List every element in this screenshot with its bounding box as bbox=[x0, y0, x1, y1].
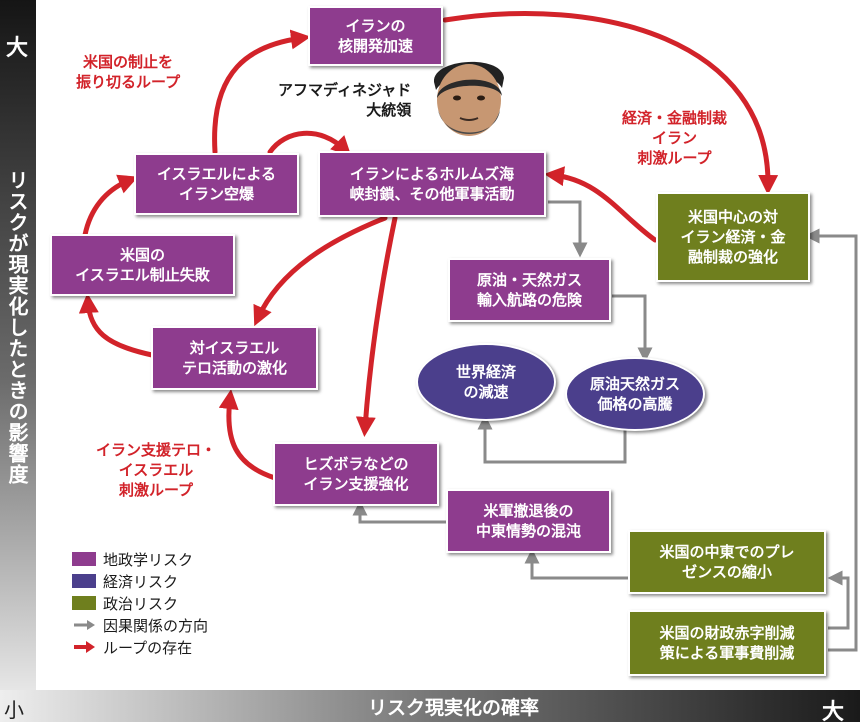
legend-arrow-causal bbox=[74, 620, 95, 630]
node-sanctions-strengthening: 米国中心の対 イラン経済・金 融制裁の強化 bbox=[656, 192, 810, 282]
x-axis-min-label: 小 bbox=[4, 698, 24, 722]
loop-arrow-sanctions-to-hormuz bbox=[544, 166, 658, 243]
node-label: 米軍撤退後の bbox=[483, 502, 574, 520]
node-label: イラン空爆 bbox=[178, 185, 254, 203]
legend-label: ループの存在 bbox=[103, 638, 193, 657]
node-hezbollah-support: ヒズボラなどの イラン支援強化 bbox=[273, 442, 439, 506]
legend-swatch-economic bbox=[72, 574, 96, 588]
node-label: イランの bbox=[345, 17, 406, 35]
node-label: 米国の財政赤字削減 bbox=[659, 624, 795, 642]
node-label: ヒズボラなどの bbox=[303, 455, 409, 473]
loop-label-line: イスラエル bbox=[118, 461, 194, 479]
node-oil-price-surge: 原油天然ガス 価格の高騰 bbox=[565, 357, 705, 431]
loop-label-line: イラン支援テロ・ bbox=[96, 441, 217, 459]
y-axis-max-label: 大 bbox=[6, 36, 29, 61]
legend-swatch-political bbox=[72, 596, 96, 610]
portrait-caption: アフマディネジャド 大統領 bbox=[278, 80, 411, 120]
legend-item: 地政学リスク bbox=[72, 548, 208, 570]
legend-item: 政治リスク bbox=[72, 592, 208, 614]
causal-arrow-withdrawal-to-hezbollah bbox=[352, 500, 448, 524]
legend-item: 因果関係の方向 bbox=[72, 614, 208, 636]
y-axis-bar bbox=[0, 0, 36, 690]
node-us-presence-reduction: 米国の中東でのプレ ゼンスの縮小 bbox=[628, 530, 826, 594]
node-post-withdrawal-chaos: 米軍撤退後の 中東情勢の混沌 bbox=[446, 489, 611, 553]
node-label: 核開発加速 bbox=[337, 37, 413, 55]
causal-arrow-deficit-to-presence bbox=[827, 570, 850, 630]
node-us-restraint-failure: 米国の イスラエル制止失敗 bbox=[50, 234, 235, 296]
causal-arrow-presence-to-withdrawal bbox=[524, 548, 628, 580]
legend-label: 因果関係の方向 bbox=[103, 616, 209, 635]
caption-line: アフマディネジャド bbox=[278, 81, 412, 99]
legend-arrow-loop bbox=[74, 641, 95, 653]
node-label: 世界経済 bbox=[455, 363, 516, 381]
legend-item: 経済リスク bbox=[72, 570, 208, 592]
loop-arrow-hormuz-to-anti-israel bbox=[253, 215, 388, 327]
node-label: 価格の高騰 bbox=[597, 395, 673, 413]
loop-label-line: イラン bbox=[652, 129, 698, 147]
causal-arrow-oil-price-to-world-econ bbox=[477, 414, 627, 464]
loop-label-line: 刺激ループ bbox=[637, 149, 712, 167]
loop-label-terror: イラン支援テロ・ イスラエル 刺激ループ bbox=[96, 440, 216, 500]
node-label: 輸入航路の危険 bbox=[476, 291, 582, 309]
node-label: 米国の bbox=[119, 246, 165, 264]
node-label: 峡封鎖、その他軍事活動 bbox=[349, 185, 515, 203]
x-axis-title: リスク現実化の確率 bbox=[368, 697, 540, 719]
node-label: 米国中心の対 bbox=[687, 208, 778, 226]
legend-swatch-geopolitical bbox=[72, 552, 96, 566]
loop-arrow-airstrike-to-hormuz bbox=[267, 130, 352, 157]
legend-label: 地政学リスク bbox=[103, 550, 194, 569]
node-oil-route-danger: 原油・天然ガス 輸入航路の危険 bbox=[448, 258, 611, 322]
node-label: イラン支援強化 bbox=[303, 475, 409, 493]
node-label: 原油・天然ガス bbox=[476, 271, 582, 289]
node-anti-israel-terror: 対イスラエル テロ活動の激化 bbox=[151, 326, 318, 390]
loop-label-line: 刺激ループ bbox=[118, 481, 194, 499]
node-label: 融制裁の強化 bbox=[687, 248, 778, 266]
loop-label-line: 米国の制止を bbox=[83, 53, 174, 71]
node-label: 中東情勢の混沌 bbox=[475, 522, 581, 540]
node-world-econ-slowdown: 世界経済 の減速 bbox=[416, 343, 556, 421]
node-label: 対イスラエル bbox=[189, 339, 280, 357]
loop-label-line: 経済・金融制裁 bbox=[622, 109, 728, 127]
loop-label-sanction: 経済・金融制裁 イラン 刺激ループ bbox=[622, 108, 727, 168]
causal-arrow-oil-route-to-oil-price bbox=[612, 294, 653, 363]
node-label: 原油天然ガス bbox=[589, 375, 680, 393]
node-label: イラン経済・金 bbox=[680, 228, 786, 246]
node-israel-airstrike: イスラエルによる イラン空爆 bbox=[134, 153, 299, 215]
node-label: イスラエルによる bbox=[156, 165, 277, 183]
node-military-budget-cut: 米国の財政赤字削減 策による軍事費削減 bbox=[628, 610, 826, 676]
president-portrait bbox=[433, 61, 504, 136]
loop-arrow-hormuz-to-hezbollah bbox=[355, 215, 398, 437]
node-label: の減速 bbox=[463, 383, 509, 401]
node-label: ゼンスの縮小 bbox=[682, 563, 772, 581]
legend: 地政学リスク 経済リスク 政治リスク 因果関係の方向 ループの存在 bbox=[72, 548, 208, 658]
loop-arrow-anti-israel-to-restraint bbox=[78, 293, 155, 358]
x-axis-max-label: 大 bbox=[822, 700, 845, 725]
node-label: 策による軍事費削減 bbox=[659, 644, 795, 662]
loop-arrow-restraint-to-airstrike bbox=[82, 174, 139, 238]
node-label: 米国の中東でのプレ bbox=[659, 543, 795, 561]
node-label: イスラエル制止失敗 bbox=[75, 266, 210, 284]
loop-label-line: 振り切るループ bbox=[76, 73, 181, 91]
loop-label-restraint: 米国の制止を 振り切るループ bbox=[76, 52, 180, 92]
caption-line: 大統領 bbox=[366, 101, 412, 119]
y-axis-title: リスクが現実化したときの影響度 bbox=[5, 170, 29, 485]
causal-arrow-deficit-to-sanctions bbox=[804, 228, 858, 652]
node-label: テロ活動の激化 bbox=[181, 359, 287, 377]
legend-item: ループの存在 bbox=[72, 636, 208, 658]
node-label: イランによるホルムズ海 bbox=[349, 165, 515, 183]
node-iran-nuclear: イランの 核開発加速 bbox=[308, 6, 443, 66]
loop-arrow-nuclear-to-sanctions bbox=[442, 10, 779, 195]
legend-label: 政治リスク bbox=[103, 594, 179, 613]
loop-arrow-hezbollah-to-anti-israel bbox=[218, 389, 278, 481]
node-hormuz-blockade: イランによるホルムズ海 峡封鎖、その他軍事活動 bbox=[318, 151, 546, 217]
loop-arrow-airstrike-to-nuclear bbox=[212, 29, 311, 155]
legend-label: 経済リスク bbox=[103, 572, 179, 591]
causal-arrow-hormuz-to-oil-route bbox=[548, 200, 588, 258]
x-axis-bar bbox=[0, 690, 860, 722]
